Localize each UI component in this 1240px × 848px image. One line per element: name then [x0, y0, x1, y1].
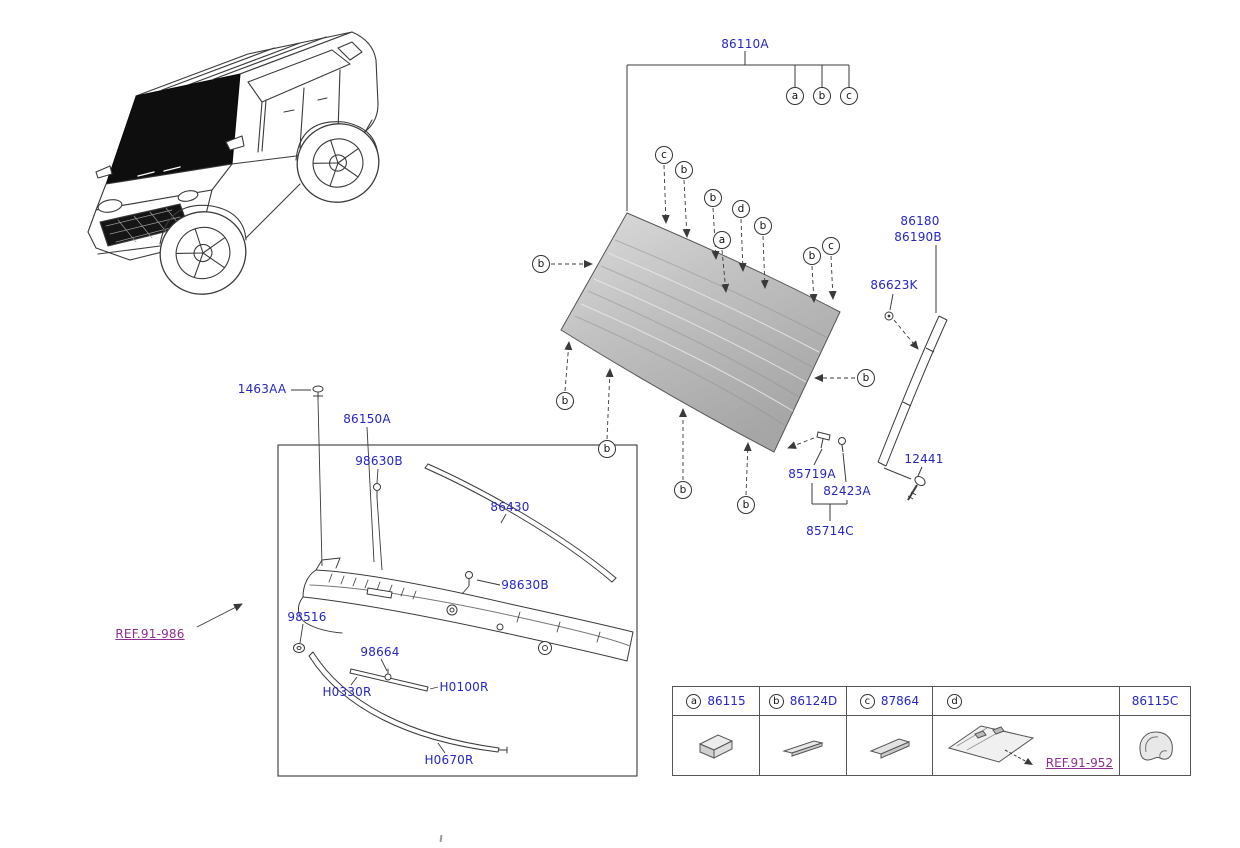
part-label-H0330R[interactable]: H0330R — [322, 685, 372, 699]
vehicle-illustration — [87, 31, 380, 295]
part-label-H0100R[interactable]: H0100R — [439, 680, 489, 694]
leader-lines — [196, 389, 507, 754]
legend-part-86115[interactable]: 86115 — [707, 694, 746, 708]
callout-bracket — [626, 51, 850, 211]
callout-leader-lines — [551, 164, 919, 496]
part-label-98630B[interactable]: 98630B — [501, 578, 549, 592]
part-label-82423A[interactable]: 82423A — [823, 484, 871, 498]
callout-b: b — [813, 87, 831, 105]
part-label-86623K[interactable]: 86623K — [870, 278, 918, 292]
pad-icon — [698, 733, 734, 759]
callout-b: b — [737, 496, 755, 514]
washer-hose — [308, 651, 508, 754]
cowl-rod — [349, 668, 429, 692]
part-label-98630B[interactable]: 98630B — [355, 454, 403, 468]
callout-a: a — [713, 231, 731, 249]
grille — [99, 203, 189, 247]
spacer-icon — [869, 737, 910, 759]
part-label-86430[interactable]: 86430 — [490, 500, 530, 514]
legend-part-86115C[interactable]: 86115C — [1131, 694, 1179, 708]
callout-a: a — [686, 693, 702, 709]
legend-table: a 86115 b 86124D c 87864 d 86115C — [672, 686, 1191, 776]
part-label-98516[interactable]: 98516 — [287, 610, 327, 624]
pin-icon — [312, 385, 324, 400]
callout-b: b — [857, 369, 875, 387]
bolt-icon — [883, 466, 926, 501]
callout-b: b — [674, 481, 692, 499]
callout-c: c — [840, 87, 858, 105]
callout-b: b — [803, 247, 821, 265]
rear-wheel — [296, 123, 380, 203]
front-wheel — [159, 211, 247, 295]
callout-d: d — [947, 693, 962, 709]
small-fasteners — [293, 385, 473, 653]
cowl-box-frame — [277, 444, 638, 777]
legend-item-87864 — [846, 716, 932, 775]
callout-b: b — [704, 189, 722, 207]
legend-item-86124D — [759, 716, 846, 775]
callout-c: c — [859, 693, 875, 709]
part-label-85719A[interactable]: 85719A — [788, 467, 836, 481]
callout-d: d — [732, 200, 750, 218]
callout-b: b — [675, 161, 693, 179]
strip-icon — [782, 739, 824, 757]
part-label-86180[interactable]: 86180 — [900, 214, 940, 228]
molding-clip-icon — [884, 293, 894, 321]
grommet-icon — [293, 643, 305, 653]
legend-item-86115C — [1119, 716, 1190, 775]
ref-link-91-952[interactable]: REF.91-952 — [1045, 756, 1113, 770]
legend-part-87864[interactable]: 87864 — [880, 694, 920, 708]
part-label-12441[interactable]: 12441 — [904, 452, 944, 466]
callout-b: b — [754, 217, 772, 235]
part-label-85714C[interactable]: 85714C — [806, 524, 854, 538]
callout-c: c — [655, 146, 673, 164]
glass-spacer-diagram-icon — [947, 725, 1035, 765]
legend-item-86115 — [673, 716, 759, 775]
legend-header-c: c 87864 — [846, 687, 932, 716]
callout-a: a — [786, 87, 804, 105]
windshield-glass — [560, 212, 841, 453]
legend-part-86124D[interactable]: 86124D — [789, 694, 838, 708]
glass-clip-group — [811, 431, 848, 521]
callout-b: b — [768, 693, 784, 709]
part-label-H0670R[interactable]: H0670R — [424, 753, 474, 767]
legend-header-86115C: 86115C — [1119, 687, 1190, 716]
legend-header-b: b 86124D — [759, 687, 846, 716]
part-label-86150A[interactable]: 86150A — [343, 412, 391, 426]
callout-b: b — [532, 255, 550, 273]
weatherstrip — [424, 463, 617, 583]
rod-clip-icon — [384, 673, 392, 681]
callout-c: c — [822, 237, 840, 255]
part-label-86190B[interactable]: 86190B — [894, 230, 942, 244]
legend-item-d: REF.91-952 — [932, 716, 1119, 775]
side-molding — [877, 245, 948, 501]
part-label-86110A[interactable]: 86110A — [721, 37, 769, 51]
part-label-1463AA[interactable]: 1463AA — [237, 382, 287, 396]
legend-header-d: d — [932, 687, 1119, 716]
legend-header-a: a 86115 — [673, 687, 759, 716]
clip-icon — [465, 571, 473, 586]
clip-icon — [373, 483, 381, 498]
cowl-panel — [298, 557, 634, 662]
callout-b: b — [598, 440, 616, 458]
part-label-98664[interactable]: 98664 — [360, 645, 400, 659]
ref-link-91-986[interactable]: REF.91-986 — [115, 627, 185, 641]
cover-icon — [1139, 730, 1173, 761]
callout-b: b — [556, 392, 574, 410]
